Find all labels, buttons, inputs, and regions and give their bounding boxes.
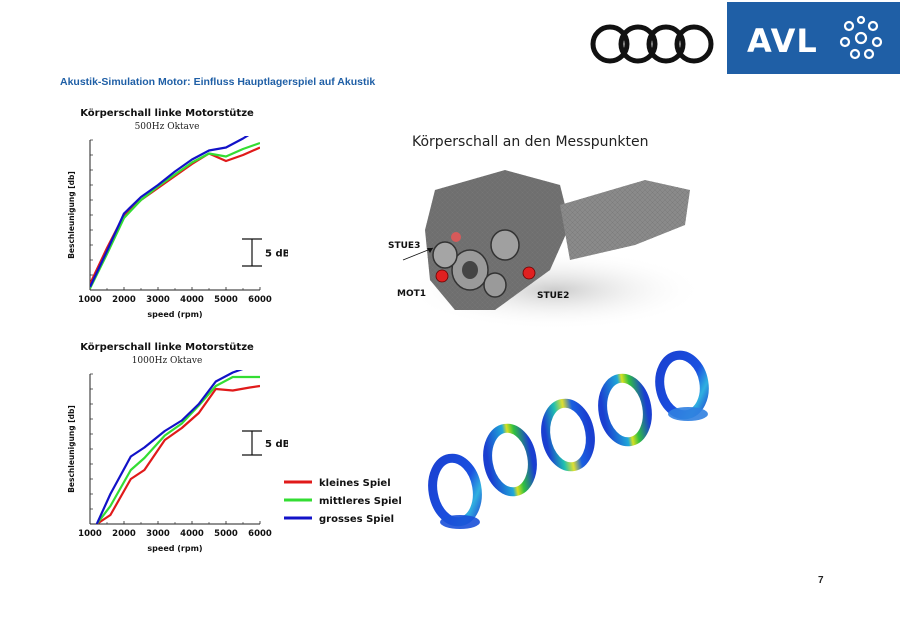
legend-label: kleines Spiel [319,478,391,489]
x-tick-label: 4000 [180,295,204,305]
series-line-kleines-spiel [96,384,260,524]
engine-panel-title: Körperschall an den Messpunkten [412,134,649,150]
series-line-grosses-spiel [95,370,244,524]
x-tick-label: 2000 [112,295,136,305]
series-line-mittleres-spiel [95,375,260,524]
x-tick-label: 1000 [78,295,102,305]
avl-symbol-icon [839,15,883,60]
chart-subtitle: 500Hz Oktave [135,122,200,132]
y-axis-label: Beschleunigung [db] [67,171,76,259]
chart-1000hz: Körperschall linke Motorstütze 1000Hz Okt… [67,342,288,553]
x-tick-label: 6000 [248,529,272,539]
engine-mesh-image: STUE3 MOT1 STUE2 [388,170,695,330]
page-number: 7 [818,575,824,586]
scale-bar: 5 dB [242,238,288,267]
x-tick-label: 1000 [78,529,102,539]
label-mot1: MOT1 [397,289,426,299]
measuring-point-stue3 [451,232,461,242]
x-tick-label: 5000 [214,295,238,305]
x-tick-label: 6000 [248,295,272,305]
chart-title: Körperschall linke Motorstütze [80,108,254,119]
x-tick-label: 3000 [146,529,170,539]
x-tick-label: 4000 [180,529,204,539]
chart-subtitle: 1000Hz Oktave [132,356,203,366]
legend-label: mittleres Spiel [319,496,402,507]
chart-500hz: Körperschall linke Motorstütze 500Hz Okta… [67,108,288,319]
avl-logo-text: AVL [747,22,818,60]
measuring-point-mot1 [435,269,449,283]
stue3-arrow [402,247,434,261]
y-axis-label: Beschleunigung [db] [67,405,76,493]
chart-legend: kleines Spiel mittleres Spiel grosses Spie… [284,478,402,525]
chart-title: Körperschall linke Motorstütze [80,342,254,353]
x-tick-label: 3000 [146,295,170,305]
x-axis-label: speed (rpm) [147,544,202,553]
audi-rings-logo [590,24,714,64]
avl-logo: AVL [727,2,900,74]
legend-label: grosses Spiel [319,514,394,525]
scale-bar: 5 dB [242,430,288,456]
scale-bar-label: 5 dB [265,439,288,450]
series-line-grosses-spiel [90,136,250,288]
x-axis-label: speed (rpm) [147,310,202,319]
slide-title: Akustik-Simulation Motor: Einfluss Haupt… [60,76,376,88]
scale-bar-label: 5 dB [265,249,288,260]
x-tick-label: 2000 [112,529,136,539]
label-stue3: STUE3 [388,241,420,251]
bearing-shells-simulation-image [428,350,709,529]
series-line-kleines-spiel [90,146,260,285]
series-line-mittleres-spiel [90,141,260,289]
x-tick-label: 5000 [214,529,238,539]
label-stue2: STUE2 [537,291,569,301]
measuring-point-stue2 [522,266,536,280]
